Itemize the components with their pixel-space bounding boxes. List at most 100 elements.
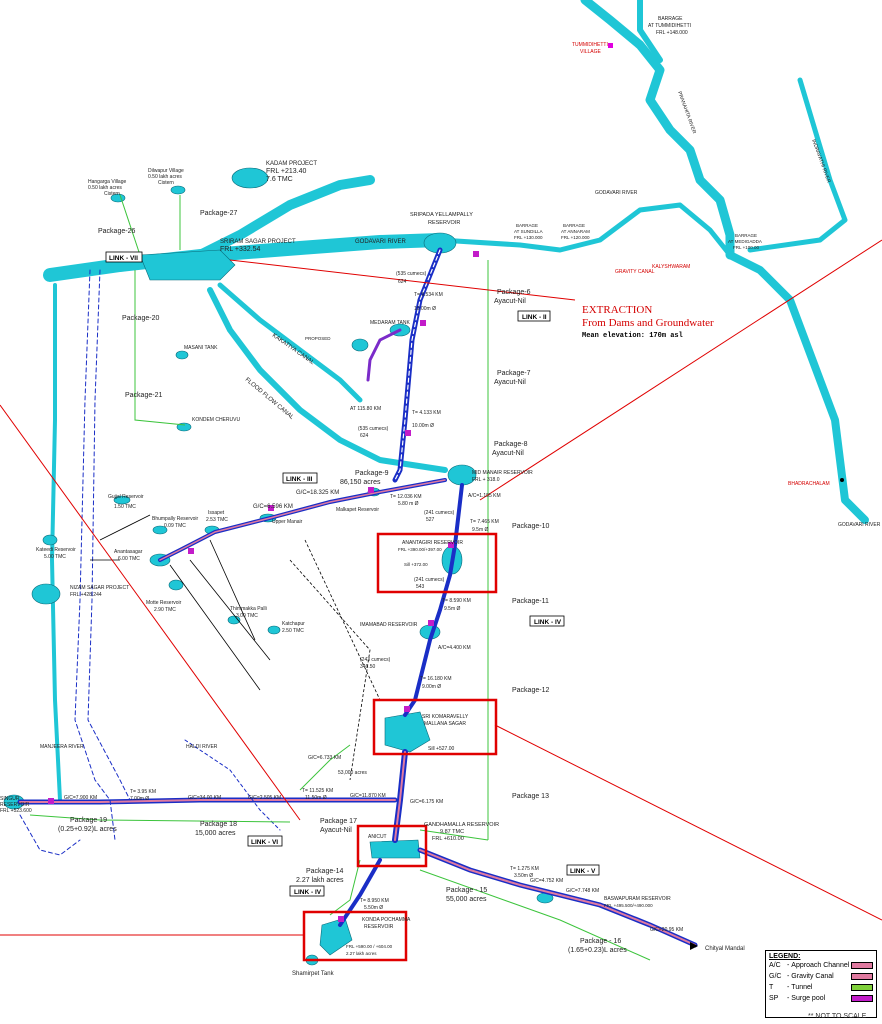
haldi-river [184, 739, 281, 831]
komaravelly-3: Sill +527.00 [428, 746, 454, 752]
kondapochamma-4: 2.27 lakh acres [346, 951, 377, 956]
tunnel-10a: T= 1.275 KM [510, 866, 539, 872]
gujjal-reservoir [113, 495, 131, 505]
p6-1: Package-6 [497, 289, 531, 296]
p13-acres: 53,000 acres [338, 770, 367, 776]
flood-flow-canal [207, 287, 448, 473]
tunnel-6a: T= 16.180 KM [420, 676, 452, 682]
dilwapur-1: Dilwapur Village [148, 168, 184, 174]
link-ii: LINK - II [522, 314, 547, 321]
annaram-3: FRL +120.000 [561, 235, 590, 240]
kadam-reservoir [231, 167, 269, 189]
red-diagonals [0, 239, 882, 936]
extraction-title: EXTRACTION [582, 304, 653, 316]
gandhamalla-3: FRL +610.00 [432, 836, 464, 842]
godavari-upper-east [437, 202, 733, 258]
pump-houses [48, 251, 479, 922]
link-iv-b: LINK - IV [294, 889, 322, 896]
package-boundaries [29, 194, 651, 961]
p18-1: Package 18 [200, 821, 237, 828]
upper-manair-label: Upper Manair [272, 519, 303, 525]
scale-note: ** NOT TO SCALE [808, 1013, 867, 1020]
gandhamalla-1: GANDHAMALLA RESERVOIR [424, 822, 499, 828]
sundilla-2: AT SUNDILLA [514, 229, 543, 234]
p14-1: Package-14 [306, 868, 343, 875]
kadam-label-1: KADAM PROJECT [266, 161, 317, 167]
kateedi-reservoir [42, 534, 58, 546]
chityal-label: Chityal Mandal [705, 946, 745, 952]
singur-loop [19, 814, 81, 856]
yellampally-label-2: RESERVOIR [428, 220, 460, 226]
mid-manair-1: MID MANAIR RESERVOIR [472, 470, 533, 476]
medigadda-2: AT MEDIGADDA [728, 239, 762, 244]
motte-reservoir [168, 579, 184, 591]
manjeera-label: MANJEERA RIVER [40, 744, 84, 750]
hangarga-2: 0.50 lakh acres [88, 185, 122, 191]
anantagiri-3: Sill +372.00 [404, 562, 428, 567]
extraction-elevation: Mean elevation: 170m asl [582, 332, 683, 340]
extraction-note: EXTRACTION From Dams and Groundwater Mea… [582, 304, 714, 343]
nizam-sagar-reservoir [31, 583, 61, 605]
flow-9: (243 cumecs) [360, 657, 391, 663]
p8-1: Package-8 [494, 441, 528, 448]
ac-2: A/C=1.155 KM [468, 493, 501, 499]
flow-1: (535 cumecs) [396, 271, 427, 277]
p16-1: Package - 16 [580, 938, 621, 945]
legend-row: SP - Surge pool [769, 993, 873, 1004]
gandhamalla-2: 9.87 TMC [440, 829, 464, 835]
link-vi-inner [19, 799, 396, 803]
kondapochamma-1: KONDA POCHAMMA [362, 917, 411, 923]
legend-row: A/C - Approach Channel [769, 960, 873, 971]
singur-1: SINGUR [0, 796, 20, 802]
bhumpally-reservoir [152, 525, 168, 535]
godavari-east [726, 251, 869, 524]
at115-label: AT 115.80 KM [350, 406, 381, 412]
legend-swatch-approach [851, 962, 873, 969]
kateedi-1: Kateedi Reservoir [36, 547, 76, 553]
labels: KADAM PROJECT FRL +213.40 7.6 TMC SRIRAM… [0, 16, 881, 977]
tunnel-1a: T= 9.534 KM [414, 292, 443, 298]
highlight-boxes [302, 532, 498, 962]
gujjal-1: Gujjal Reservoir [108, 494, 144, 500]
gujjal-2: 1.50 TMC [114, 504, 136, 510]
link-boxes: LINK - VII LINK - II LINK - III LINK - I… [105, 251, 600, 897]
motte-1: Motte Reservoir [146, 600, 182, 606]
anantagiri-2: FRL +390.00/+397.00 [398, 547, 442, 552]
aniicut-label: ANICUT [368, 834, 387, 840]
p21: Package-21 [125, 392, 162, 399]
godavari-river [43, 233, 447, 282]
masani-label: MASANI TANK [184, 345, 218, 351]
legend-dash: - [787, 962, 790, 969]
tunnel-8a: T= 8.950 KM [360, 898, 389, 904]
p15-1: Package - 15 [446, 887, 487, 894]
p7-1: Package-7 [497, 370, 531, 377]
thimmakka-2: 3.00 TMC [236, 613, 258, 619]
legend-desc: Tunnel [791, 984, 813, 991]
gc-10: G/C=34.00 KM [188, 795, 221, 801]
p27: Package-27 [200, 210, 237, 217]
yellampally-label-1: SRIPADA YELLAMPALLY [410, 212, 473, 218]
manjeera-river [50, 283, 62, 802]
dilwapur-cistern [170, 185, 186, 195]
tunnel-2b: 10.00m Ø [412, 423, 434, 429]
p19-1: Package 19 [70, 817, 107, 824]
tunnel-4a: T= 7.465 KM [470, 519, 499, 525]
legend-dash: - [787, 984, 790, 991]
indravati-river [747, 77, 848, 253]
legend-dash: - [787, 995, 790, 1002]
tummidihetti-village-1: TUMMIDIHETTI [572, 42, 608, 48]
legend-swatch-surge [851, 995, 873, 1002]
kondapochamma-highlight [302, 910, 408, 962]
link-ii-main-inner [394, 249, 441, 481]
flow-7: (241 cumecs) [414, 577, 445, 583]
legend-swatch-tunnel [851, 984, 873, 991]
flow-2: 624 [398, 279, 407, 285]
legend-desc: Surge pool [791, 995, 826, 1002]
medigadda-3: FRL +100.00 [733, 245, 759, 250]
legend-code: T [769, 984, 774, 991]
medaram-branch [366, 328, 402, 382]
kadam-river [195, 175, 375, 260]
extraction-subtitle: From Dams and Groundwater [582, 317, 714, 329]
river-network [43, 0, 869, 802]
tummidihetti-village-2: VILLAGE [580, 49, 602, 55]
